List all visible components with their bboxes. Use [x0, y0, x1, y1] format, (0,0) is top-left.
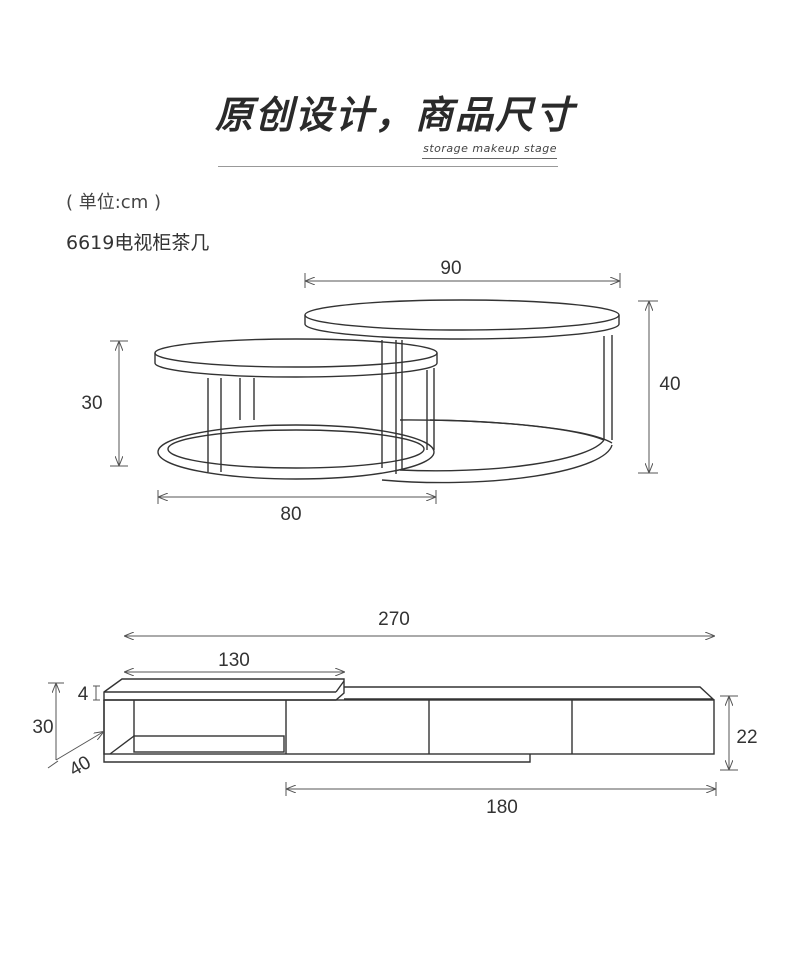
dim-small-width: 80: [280, 504, 301, 525]
dim-right-height: 22: [736, 727, 757, 748]
unit-label: ( 单位:cm ): [66, 192, 161, 213]
dim-cabinet-depth: 40: [66, 752, 95, 781]
model-label: 6619电视柜茶几: [66, 232, 210, 254]
title-divider: [218, 166, 558, 167]
dim-bottom-length: 180: [486, 797, 518, 818]
small-table: [154, 338, 438, 480]
page-subtitle: storage makeup stage: [423, 142, 557, 155]
dim-total-length: 270: [378, 609, 410, 630]
dim-top-length: 130: [218, 650, 250, 671]
coffee-table-dimensions: [110, 273, 658, 504]
tv-cabinet-drawing: [103, 678, 715, 763]
large-table: [304, 299, 620, 484]
dim-large-height: 40: [659, 374, 680, 395]
dim-small-height: 30: [81, 393, 102, 414]
dim-cabinet-height: 30: [32, 717, 53, 738]
dim-top-thickness: 4: [78, 684, 89, 705]
title-underline: [422, 158, 557, 159]
page-title: 原创设计，商品尺寸: [214, 93, 575, 137]
dim-large-width: 90: [440, 258, 461, 279]
tv-cabinet-dimensions: [47, 636, 738, 796]
coffee-table-drawing: [154, 299, 620, 484]
